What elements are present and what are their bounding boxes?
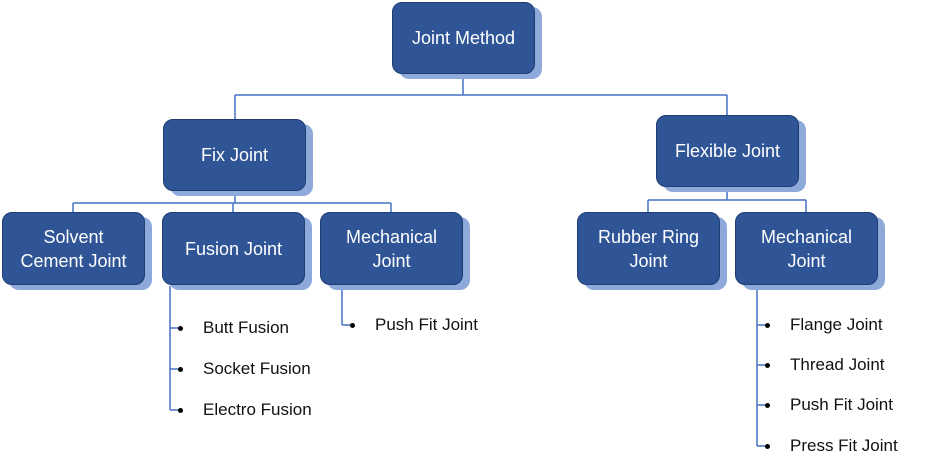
leaf-flange-joint: Flange Joint <box>790 315 883 334</box>
bullet-icon <box>765 363 770 368</box>
node-solvent-cement-joint-label: Solvent Cement Joint <box>20 226 127 271</box>
node-mechanical-joint-flex-label: Mechanical Joint <box>760 226 853 271</box>
bullet-icon <box>178 408 183 413</box>
node-fusion-joint: Fusion Joint <box>162 212 305 285</box>
node-mechanical-joint-fix: Mechanical Joint <box>320 212 463 285</box>
bullet-icon <box>765 403 770 408</box>
leaf-butt-fusion: Butt Fusion <box>203 318 289 337</box>
node-fusion-joint-label: Fusion Joint <box>184 238 283 259</box>
leaf-socket-fusion: Socket Fusion <box>203 359 311 378</box>
node-mechanical-joint-flex: Mechanical Joint <box>735 212 878 285</box>
node-mechanical-joint-fix-label: Mechanical Joint <box>345 226 438 271</box>
leaf-push-fit-joint-fix: Push Fit Joint <box>375 315 478 334</box>
node-flexible-joint: Flexible Joint <box>656 115 799 187</box>
leaf-thread-joint: Thread Joint <box>790 355 885 374</box>
node-flexible-joint-label: Flexible Joint <box>674 141 781 161</box>
leaf-electro-fusion: Electro Fusion <box>203 400 312 419</box>
leaf-press-fit-joint: Press Fit Joint <box>790 436 898 455</box>
node-fix-joint-label: Fix Joint <box>200 145 269 165</box>
node-joint-method-label: Joint Method <box>411 28 516 48</box>
bullet-icon <box>350 323 355 328</box>
bullet-icon <box>178 367 183 372</box>
bullet-icon <box>178 326 183 331</box>
node-solvent-cement-joint: Solvent Cement Joint <box>2 212 145 285</box>
node-rubber-ring-joint: Rubber Ring Joint <box>577 212 720 285</box>
bullet-icon <box>765 323 770 328</box>
node-rubber-ring-joint-label: Rubber Ring Joint <box>597 226 700 271</box>
leaf-push-fit-joint-flex: Push Fit Joint <box>790 395 893 414</box>
bullet-icon <box>765 444 770 449</box>
node-joint-method: Joint Method <box>392 2 535 74</box>
node-fix-joint: Fix Joint <box>163 119 306 191</box>
